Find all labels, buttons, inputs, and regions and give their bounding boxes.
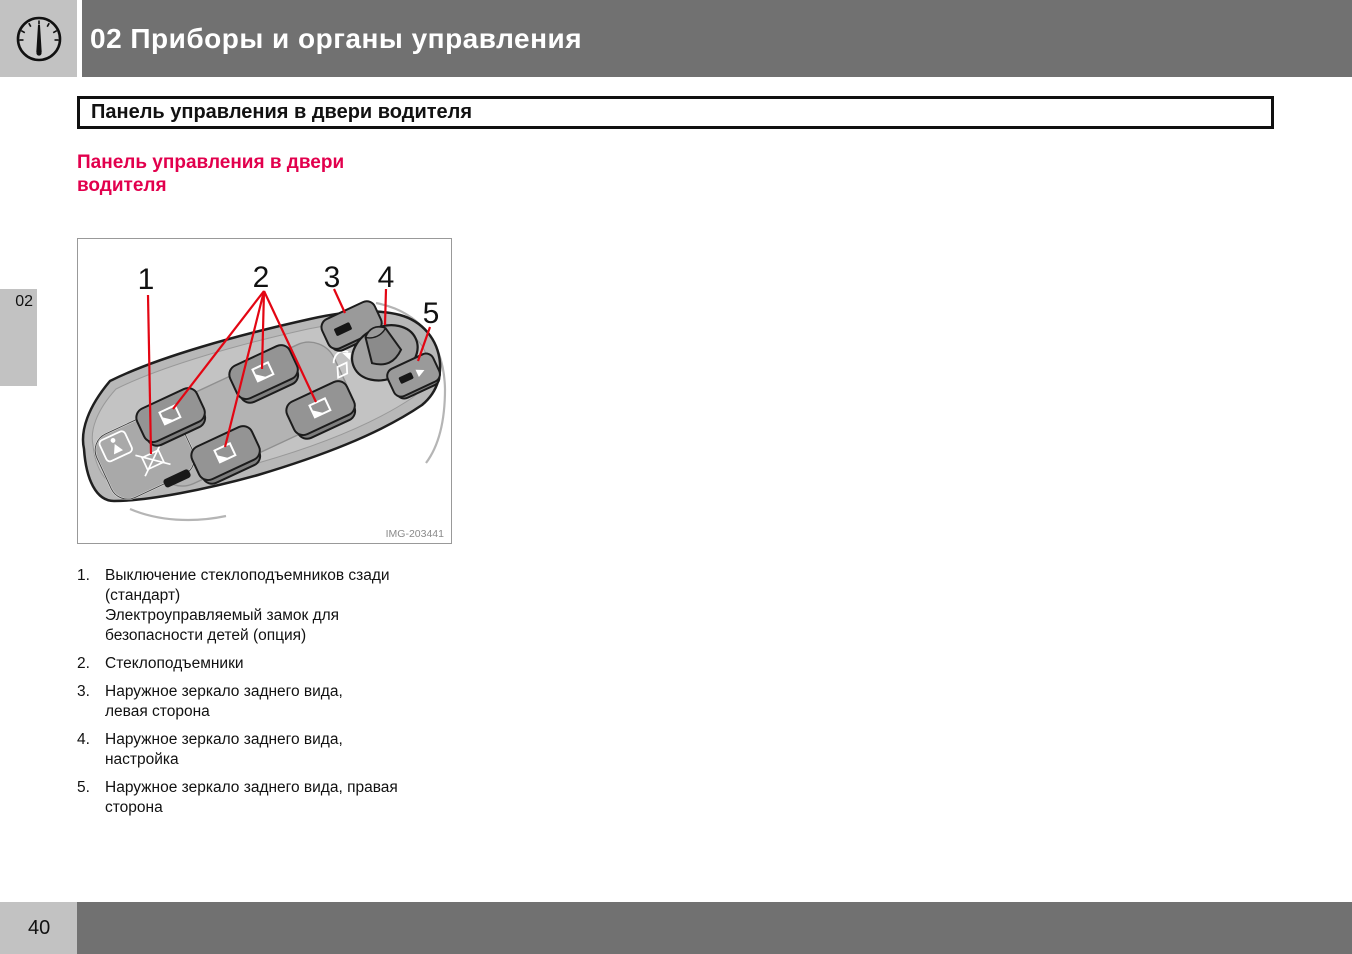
callout-2: 2: [253, 261, 270, 294]
figure-id-label: IMG-203441: [386, 528, 445, 540]
section-title-box: Панель управления в двери водителя: [77, 96, 1274, 129]
callout-1: 1: [138, 263, 155, 296]
list-item: 3. Наружное зеркало заднего вида, левая …: [77, 682, 459, 722]
mirror-right-button: [386, 352, 441, 400]
callout-3: 3: [324, 261, 341, 294]
list-item-text: Наружное зеркало заднего вида, правая ст…: [105, 779, 398, 816]
chapter-header-bar: 02 Приборы и органы управления: [82, 0, 1352, 77]
list-item: 4. Наружное зеркало заднего вида, настро…: [77, 730, 459, 770]
key-slot: [163, 469, 191, 488]
list-item-text: Наружное зеркало заднего вида, левая сто…: [105, 683, 343, 720]
list-item-text: Выключение стеклоподъемников сзади (стан…: [105, 567, 390, 644]
gauge-icon: [16, 16, 61, 61]
person-icon: [98, 430, 133, 463]
list-item-number: 1.: [77, 567, 90, 584]
list-item-number: 2.: [77, 655, 90, 672]
window-switches: [135, 344, 357, 485]
window-disabled-icon: [135, 443, 171, 477]
door-panel-figure: 1 2 3 4 5 IMG-203441: [77, 238, 452, 544]
list-item: 5. Наружное зеркало заднего вида, правая…: [77, 778, 459, 818]
list-item-number: 4.: [77, 731, 90, 748]
list-item: 1. Выключение стеклоподъемников сзади (с…: [77, 566, 459, 646]
chapter-side-tab: 02: [0, 289, 37, 386]
door-contour-lines: [129, 301, 447, 522]
window-switch-icon: [285, 380, 357, 440]
list-item-text: Стеклоподъемники: [105, 655, 244, 672]
list-item-number: 3.: [77, 683, 90, 700]
page-number: 40: [0, 902, 77, 954]
callout-4: 4: [378, 261, 395, 294]
list-item-number: 5.: [77, 779, 90, 796]
door-panel-illustration: 1 2 3 4 5 IMG-203441: [81, 261, 447, 540]
article-heading: Панель управления в двери водителя: [77, 152, 345, 196]
window-switch-icon: [135, 387, 207, 447]
list-item: 2. Стеклоподъемники: [77, 654, 459, 674]
list-item-text: Наружное зеркало заднего вида, настройка: [105, 731, 343, 768]
window-switch-icon: [190, 425, 262, 485]
chapter-title: 02 Приборы и органы управления: [90, 22, 583, 54]
chapter-icon-box: [0, 0, 77, 77]
mirror-fold-icon: [332, 350, 351, 380]
callout-list: 1. Выключение стеклоподъемников сзади (с…: [77, 566, 459, 826]
callout-numbers: 1 2 3 4 5: [138, 261, 440, 330]
callout-lines: [146, 288, 432, 455]
callout-5: 5: [423, 297, 440, 330]
section-title: Панель управления в двери водителя: [91, 101, 473, 123]
footer-bar: [77, 902, 1352, 954]
